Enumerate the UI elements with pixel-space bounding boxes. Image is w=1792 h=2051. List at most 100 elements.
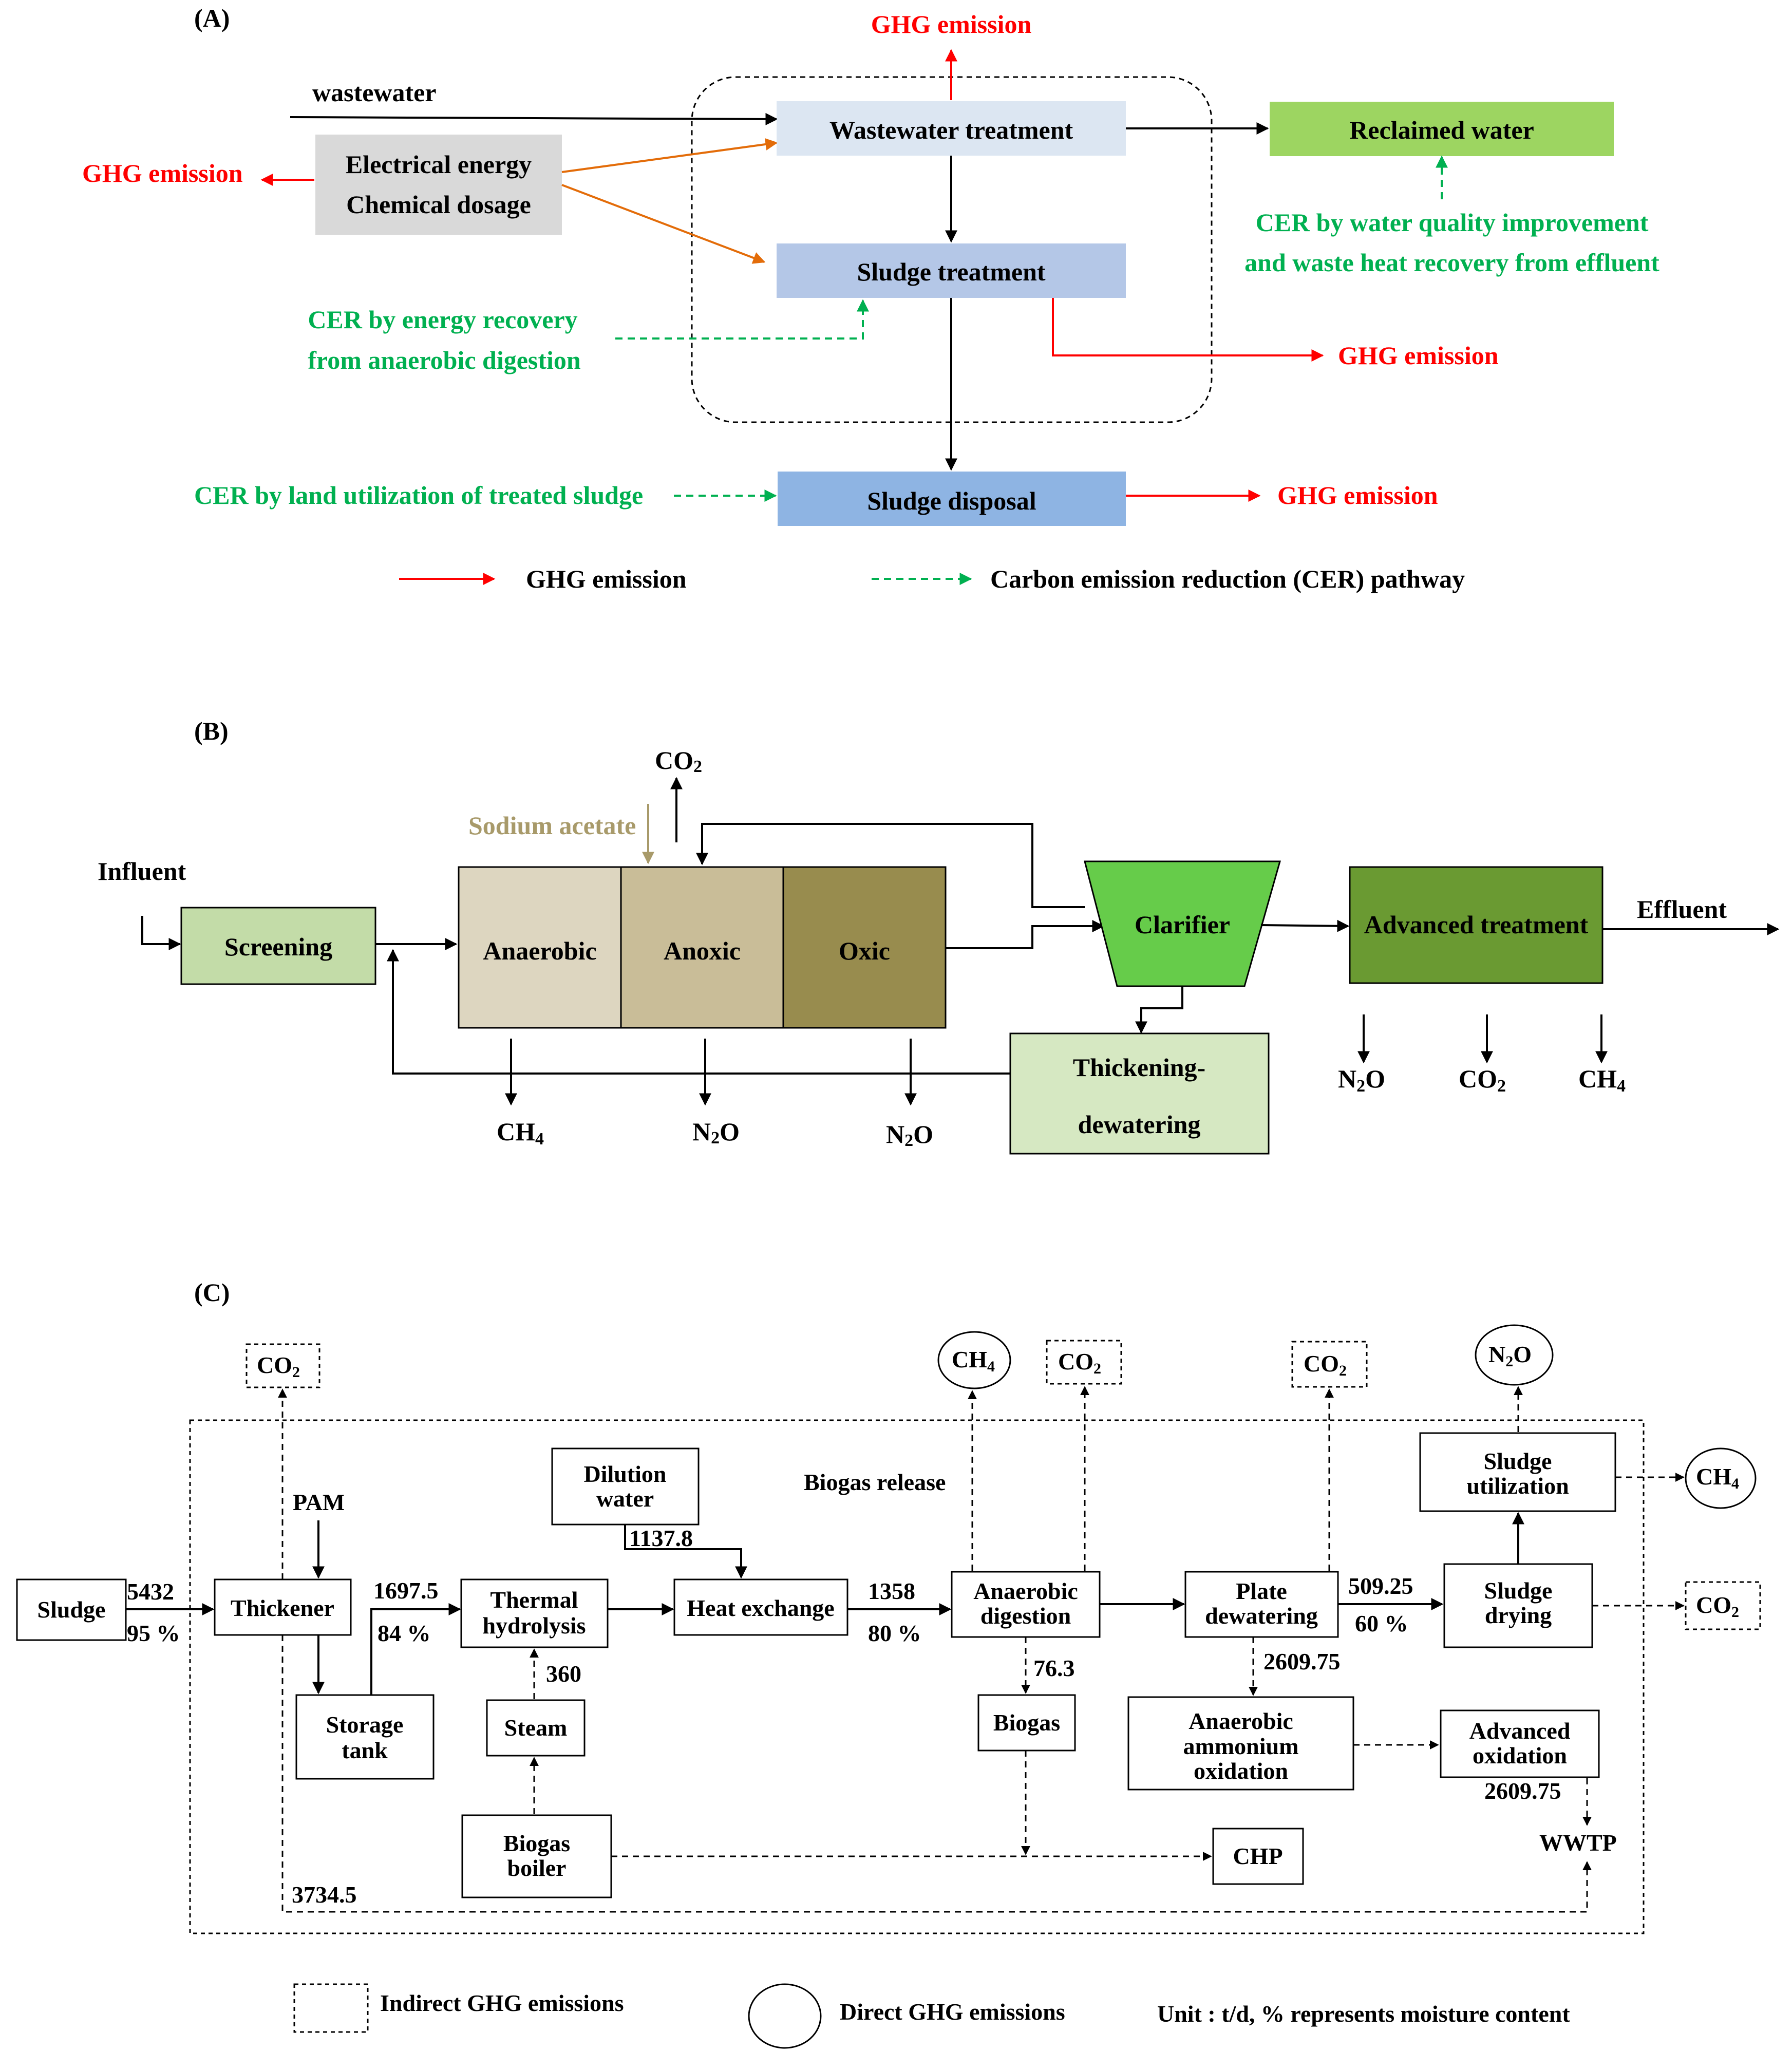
co2-ad-box	[1046, 1340, 1122, 1385]
anammox-line2: ammonium	[1183, 1733, 1299, 1759]
storage-to-thermal-arrow	[370, 1603, 461, 1695]
flow-2609a: 2609.75	[1263, 1648, 1341, 1674]
oxic-zone	[782, 866, 947, 1029]
heat-exchange-label: Heat exchange	[687, 1595, 834, 1621]
co2-drying-box	[1685, 1581, 1761, 1630]
adv-co2-label: CO2	[1459, 1064, 1506, 1096]
energy-to-wastewater-arrow	[561, 138, 778, 173]
clarifier-to-thickening-arrow	[1135, 986, 1183, 1034]
clarifier-shape	[1084, 860, 1281, 987]
sludge-disposal-label: Sludge disposal	[867, 486, 1036, 515]
energy-label: Electrical energy	[346, 150, 532, 179]
advanced-treatment-box	[1349, 866, 1604, 984]
n2o-anoxic-label: N2O	[692, 1117, 740, 1147]
flow-1358: 1358	[868, 1578, 915, 1604]
ch4-ad-label: CH4	[952, 1346, 995, 1375]
ghg-top-label: GHG emission	[871, 10, 1032, 39]
co2-anoxic-label: CO2	[655, 746, 702, 776]
anaerobic-label: Anaerobic	[483, 936, 596, 965]
panel-c-label: (C)	[194, 1278, 230, 1307]
wwtp-label: WWTP	[1539, 1830, 1617, 1856]
reclaimed-water-box	[1270, 102, 1614, 156]
flow-5432: 5432	[127, 1578, 174, 1605]
thermal-hydrolysis-box	[460, 1578, 609, 1648]
thickener-box	[214, 1578, 352, 1636]
clarifier-label: Clarifier	[1135, 910, 1230, 939]
ghg-left-label: GHG emission	[82, 159, 243, 187]
cer-energy-arrow	[615, 299, 869, 340]
legend-direct-circle	[748, 1983, 822, 2049]
thickener-label: Thickener	[231, 1595, 334, 1621]
wastewater-treatment-label: Wastewater treatment	[829, 116, 1073, 144]
anoxic-label: Anoxic	[664, 936, 741, 965]
n2o-util-circle	[1475, 1324, 1554, 1386]
advox-line2: oxidation	[1473, 1742, 1567, 1768]
thickening-line2: dewatering	[1078, 1110, 1201, 1139]
moist-60: 60 %	[1355, 1610, 1408, 1636]
cer-water-line1: CER by water quality improvement	[1256, 208, 1649, 237]
sludge-treatment-label: Sludge treatment	[857, 257, 1045, 286]
moist-80: 80 %	[868, 1620, 921, 1646]
flow-360: 360	[546, 1661, 581, 1687]
dilution-line1: Dilution	[583, 1461, 666, 1487]
ch4-anaerobic-label: CH4	[497, 1117, 544, 1149]
wastewater-label: wastewater	[312, 78, 437, 107]
legend-cer-label: Carbon emission reduction (CER) pathway	[990, 565, 1465, 593]
advox-line1: Advanced	[1469, 1718, 1571, 1744]
reclaimed-water-label: Reclaimed water	[1349, 116, 1534, 144]
anammox-line1: Anaerobic	[1189, 1708, 1293, 1734]
co2-thickener-label: CO2	[257, 1352, 300, 1381]
flow-1137: 1137.8	[629, 1525, 693, 1551]
ghg-sludge-label: GHG emission	[1338, 341, 1499, 370]
dilution-to-heat-arrow	[624, 1525, 747, 1579]
cer-land-label: CER by land utilization of treated sludg…	[194, 481, 643, 510]
adv-ch4-label: CH4	[1578, 1064, 1626, 1096]
influent-arrow	[141, 916, 181, 950]
oxic-to-clarifier-arrow	[946, 920, 1105, 949]
panel-a-label: (A)	[194, 4, 230, 32]
pam-label: PAM	[293, 1489, 345, 1515]
sludge-box	[16, 1578, 127, 1641]
boiler-line2: boiler	[507, 1855, 567, 1881]
internal-recycle-arrow	[696, 823, 1085, 908]
panel-b: (B) Influent Screening Anaerobic Anoxic …	[98, 717, 1780, 1155]
sludge-utilization-box	[1419, 1432, 1616, 1512]
steam-label: Steam	[504, 1715, 568, 1741]
influent-label: Influent	[98, 857, 186, 886]
biogas-release-label: Biogas release	[804, 1469, 946, 1495]
legend-direct-label: Direct GHG emissions	[840, 1999, 1065, 2025]
thickening-box	[1009, 1032, 1270, 1155]
plate-line2: dewatering	[1205, 1603, 1318, 1629]
ch4-util-circle	[1685, 1447, 1757, 1509]
flow-76: 76.3	[1033, 1655, 1075, 1681]
legend-indirect-box	[293, 1983, 369, 2033]
flow-2609b: 2609.75	[1484, 1778, 1561, 1804]
legend-ghg-label: GHG emission	[526, 565, 687, 593]
wastewater-treatment-box	[777, 101, 1126, 156]
panel-b-label: (B)	[194, 717, 229, 745]
dilution-line2: water	[596, 1485, 654, 1512]
thickener-return-arrow	[281, 1635, 1592, 1913]
ghg-disposal-label: GHG emission	[1277, 481, 1438, 510]
legend-indirect-label: Indirect GHG emissions	[380, 1990, 624, 2016]
co2-thickener-box	[246, 1343, 320, 1388]
energy-to-sludge-arrow	[561, 184, 766, 264]
chp-label: CHP	[1233, 1843, 1282, 1869]
ch4-ad-circle	[937, 1331, 1011, 1389]
panel-a: (A) wastewater Electrical energy Chemica…	[82, 4, 1659, 593]
co2-plate-label: CO2	[1304, 1350, 1347, 1379]
panel-c: (C) Sludge 5432 95 % Thickener PAM CO2 S…	[16, 1278, 1761, 2049]
sludge-treatment-box	[777, 243, 1126, 298]
wastewater-arrow	[290, 112, 778, 125]
ad-line1: Anaerobic	[973, 1578, 1078, 1604]
co2-drying-label: CO2	[1696, 1592, 1739, 1621]
thermal-line2: hydrolysis	[482, 1612, 586, 1639]
plate-line1: Plate	[1236, 1578, 1287, 1604]
sludge-recycle-arrow	[387, 949, 1010, 1075]
flow-1697: 1697.5	[373, 1577, 439, 1604]
moist-84: 84 %	[378, 1620, 431, 1646]
sludge-disposal-box	[778, 472, 1126, 526]
drying-line1: Sludge	[1484, 1577, 1553, 1604]
system-boundary	[189, 1419, 1645, 1934]
